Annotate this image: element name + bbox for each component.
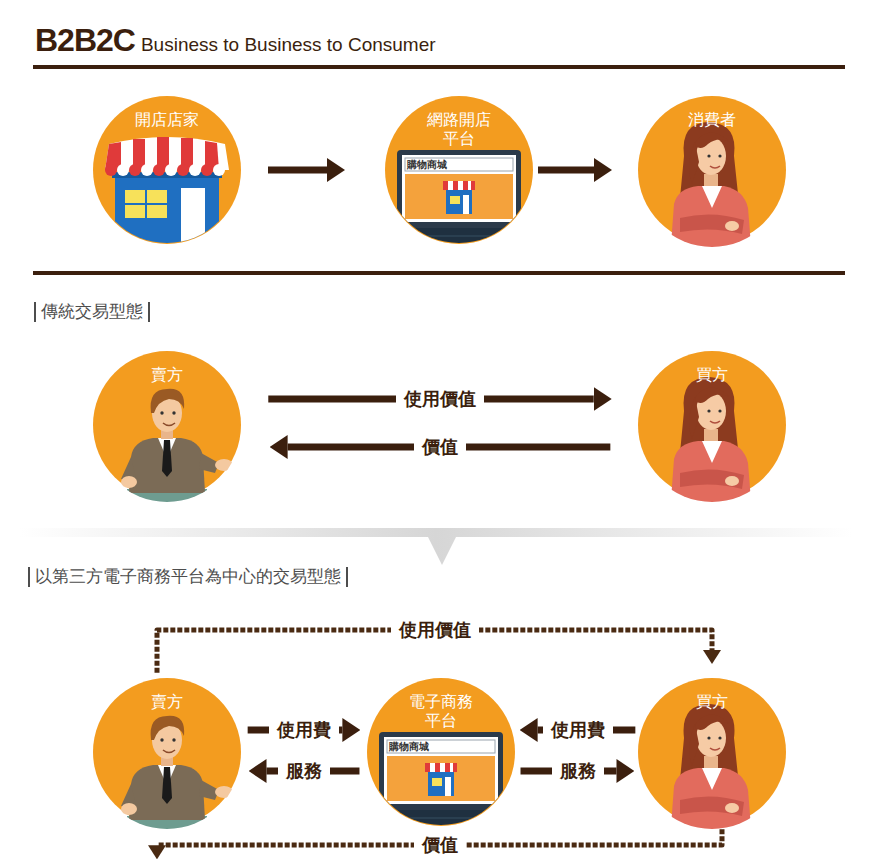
rule-line [33,65,845,69]
section-heading: 傳統交易型態 [34,302,150,322]
node-label: 開店店家 [127,110,207,129]
circle-fill [93,96,241,244]
node-label: 買方 [672,692,752,711]
circle-fill [93,678,241,826]
laptop-icon [361,732,521,844]
edge-label: 價值 [414,436,466,458]
edge-label: 使用費 [543,719,613,741]
flow-arrow [268,167,327,174]
edge-label: 使用費 [269,719,339,741]
page-header: B2B2C Business to Business to Consumer [35,22,436,59]
edge-label: 使用價值 [391,619,479,641]
circle-node: 消費者 [638,96,786,244]
diagram-title: B2B2C [35,22,135,59]
storefront-icon [105,137,229,252]
flow-arrow [538,167,594,174]
rule-line [33,271,845,275]
circle-node: 賣方 [93,678,241,826]
node-label: 電子商務 平台 [401,692,481,730]
circle-fill [385,96,533,244]
subtitle: Business to Business to Consumer [141,34,436,56]
screen-label: 購物商城 [389,740,429,753]
edge-label: 使用價值 [396,388,484,410]
circle-fill [638,678,786,826]
circle-fill [93,351,241,499]
circle-fill [638,351,786,499]
node-label: 買方 [672,365,752,384]
node-label: 賣方 [127,692,207,711]
laptop-icon [379,150,539,262]
circle-node: 開店店家 [93,96,241,244]
circle-fill [367,678,515,826]
circle-node: 賣方 [93,351,241,499]
section-divider [20,528,852,565]
edge-label: 價值 [414,834,466,856]
node-label: 消費者 [672,110,752,129]
node-label: 賣方 [127,365,207,384]
section-heading: 以第三方電子商務平台為中心的交易型態 [28,567,348,587]
circle-fill [638,96,786,244]
circle-node: 買方 [638,351,786,499]
node-label: 網路開店 平台 [419,110,499,148]
screen-label: 購物商城 [407,158,447,171]
circle-node: 買方 [638,678,786,826]
edge-label: 服務 [552,760,604,782]
edge-label: 服務 [278,760,330,782]
